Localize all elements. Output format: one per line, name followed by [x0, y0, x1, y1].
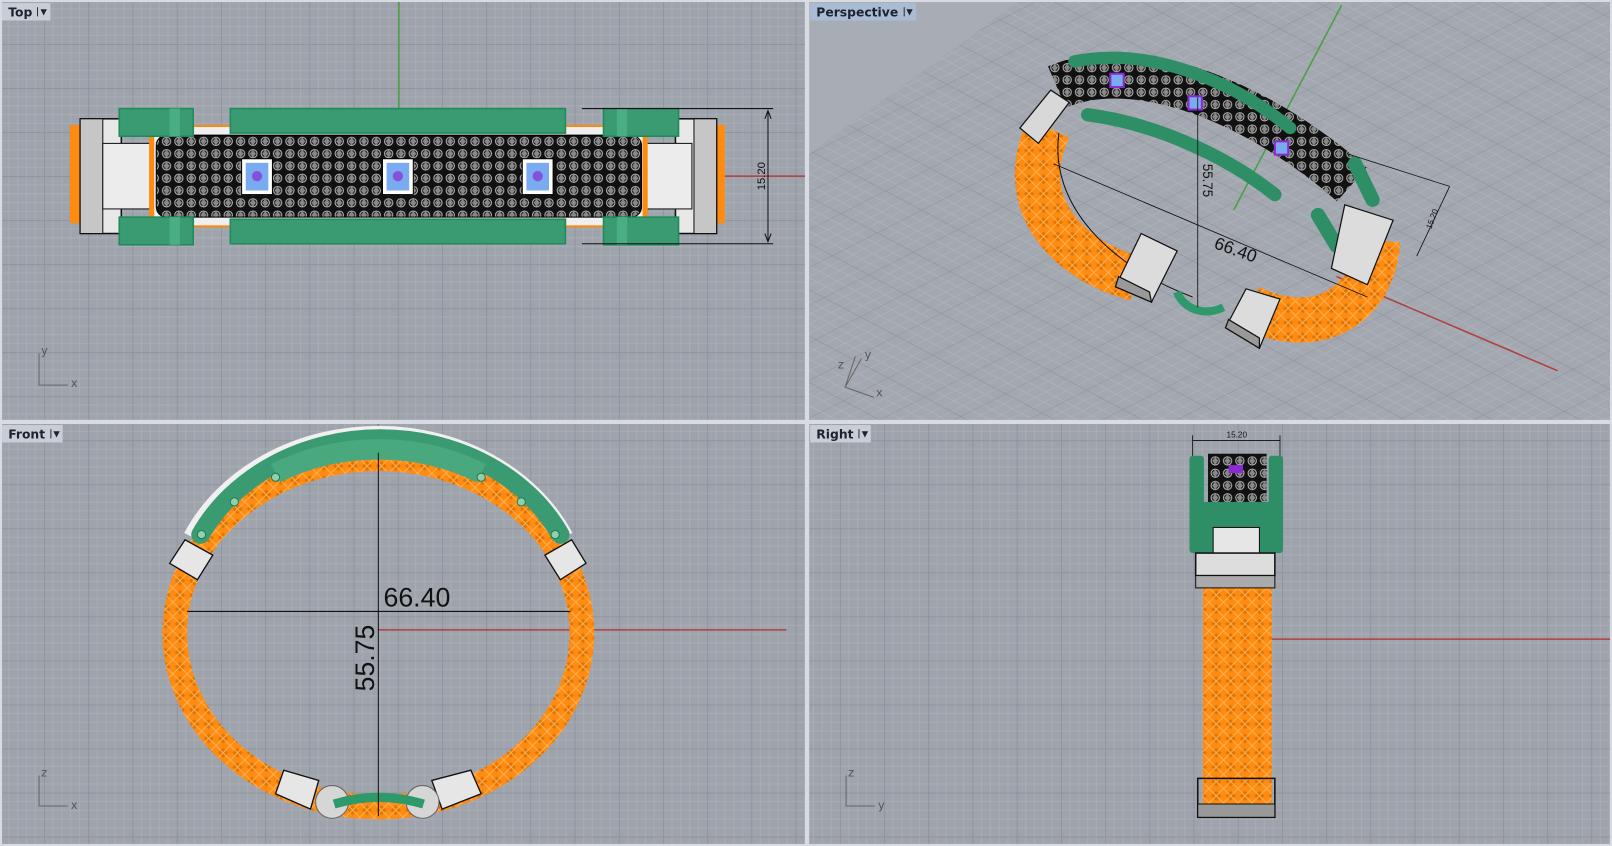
axis-x-label: x	[71, 377, 78, 390]
gem	[1109, 72, 1125, 89]
axis-widget	[845, 775, 875, 807]
gem	[381, 158, 414, 196]
front-viewport[interactable]: 66.40 55.75 z x	[2, 424, 806, 844]
axis-z-label: z	[838, 359, 844, 372]
gem	[241, 158, 273, 196]
dimension-diameter-y[interactable]: 55.75	[350, 625, 380, 692]
gem	[1187, 95, 1203, 111]
viewport-tab-right[interactable]: Right ▼	[810, 425, 872, 443]
perspective-dimensions	[1053, 97, 1450, 308]
viewport-title: Top	[8, 4, 33, 19]
dropdown-arrow-icon[interactable]: ▼	[903, 7, 913, 17]
right-dimension	[1192, 435, 1281, 456]
axis-y-label: y	[865, 348, 872, 361]
gem	[1273, 140, 1290, 156]
dimension-width[interactable]	[581, 108, 774, 245]
dropdown-arrow-icon[interactable]: ▼	[50, 429, 60, 439]
viewport-tab-top[interactable]: Top ▼	[2, 3, 50, 21]
axis-z-label: z	[41, 766, 47, 779]
perspective-dim-b: 55.75	[1200, 164, 1215, 197]
gem	[521, 158, 554, 196]
right-viewport[interactable]: 15.20 z y	[809, 424, 1611, 844]
bracelet-right-view[interactable]	[1189, 453, 1284, 819]
axis-x-label: x	[71, 799, 78, 812]
right-dimension-text: 15.20	[1227, 430, 1248, 439]
axis-y-label: y	[41, 344, 48, 357]
axis-y-label: y	[878, 799, 885, 812]
viewport-tab-front[interactable]: Front ▼	[2, 425, 63, 443]
dimension-diameter-x[interactable]: 66.40	[383, 582, 450, 612]
dropdown-arrow-icon[interactable]: ▼	[858, 429, 868, 439]
bracelet-perspective[interactable]	[1015, 51, 1401, 350]
viewport-title: Right	[816, 426, 854, 441]
front-dimensions	[187, 452, 571, 817]
axis-widget	[844, 356, 875, 398]
axis-z-label: z	[848, 766, 854, 779]
axis-widget	[38, 353, 68, 386]
axis-widget	[38, 775, 68, 807]
viewport-title: Perspective	[816, 4, 899, 19]
viewport-tab-perspective[interactable]: Perspective ▼	[810, 3, 916, 21]
axis-x-label: x	[876, 386, 883, 399]
dimension-width-text: 15.20	[756, 162, 768, 190]
top-viewport[interactable]: 15.20 y x	[2, 2, 806, 420]
perspective-viewport[interactable]: 66.40 55.75 15.20 z y x	[809, 2, 1611, 420]
bracelet-top-view[interactable]	[69, 107, 725, 246]
dropdown-arrow-icon[interactable]: ▼	[37, 7, 47, 17]
viewport-title: Front	[8, 426, 46, 441]
